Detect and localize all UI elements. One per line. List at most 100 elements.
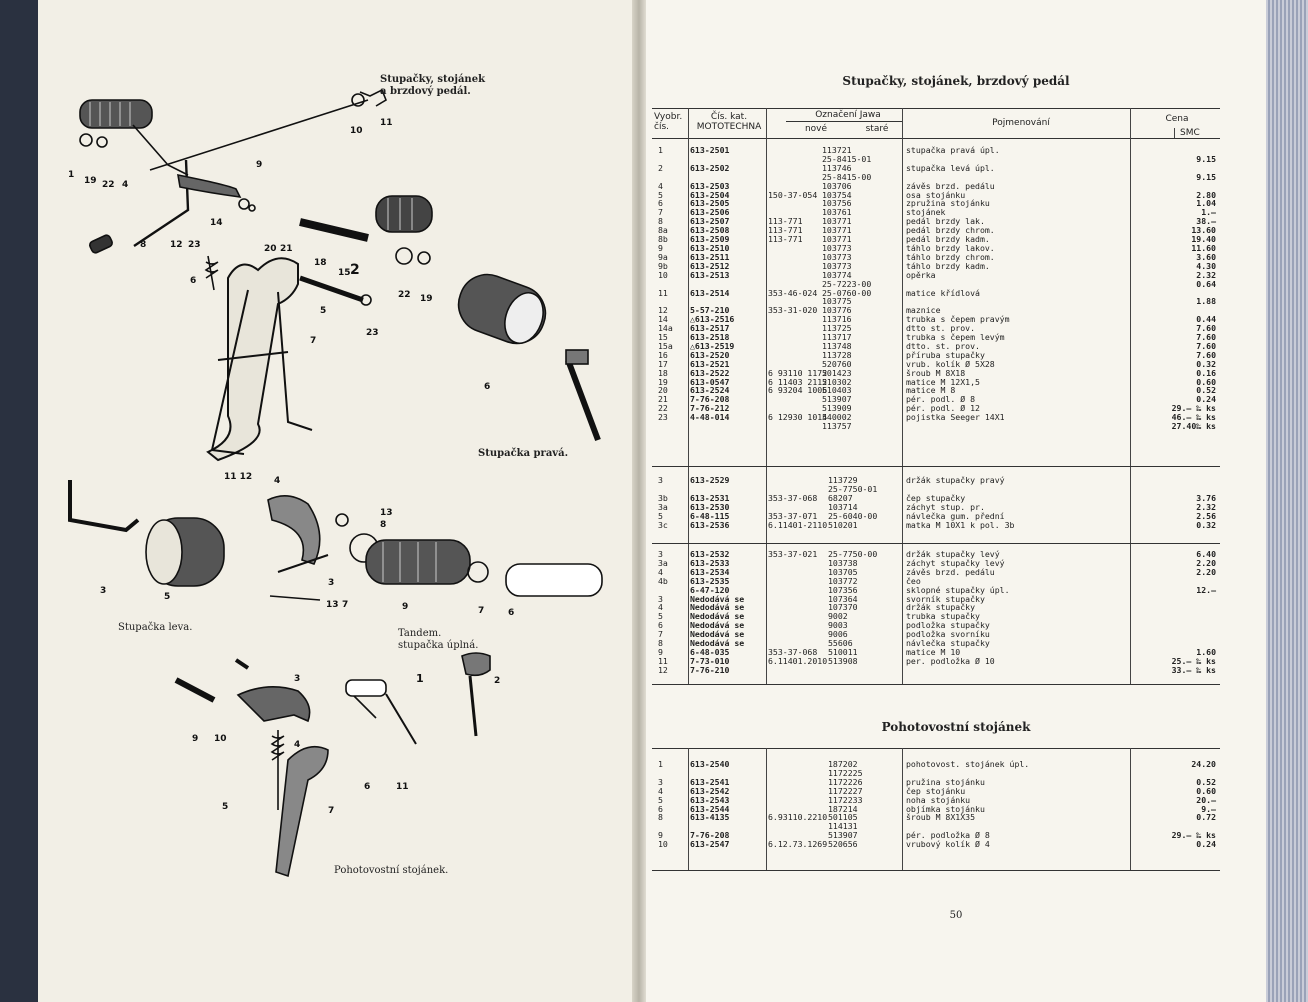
caption-header: Stupačky, stojánek a brzdový pedál. xyxy=(380,74,485,97)
parts-diagram xyxy=(68,88,603,878)
col-rule xyxy=(1130,108,1131,684)
s2-cena: 3.76 2.32 2.56 0.32 xyxy=(1196,492,1216,530)
brake-pedal xyxy=(133,159,190,247)
s3-cena: 6.40 2.20 2.20 12.— 1.60 25.— ‰ ks 33.— … xyxy=(1171,549,1216,675)
callout: 13 xyxy=(326,600,339,610)
s3-kat: 613-2532 613-2533 613-2534 613-2535 6-47… xyxy=(690,549,745,675)
callout: 4 xyxy=(294,740,301,750)
callout: 23 xyxy=(366,328,379,338)
tandem-bracket xyxy=(267,495,321,565)
footrest-rubber-large xyxy=(457,273,547,345)
section-end-rule xyxy=(652,684,1220,685)
s4-pojmenovani: pohotovost. stojánek úpl. pružina stoján… xyxy=(906,759,1030,850)
section4-top-rule xyxy=(652,748,1220,749)
callout: 14 xyxy=(210,218,223,228)
subsection-title: Pohotovostní stojánek xyxy=(881,720,1031,734)
col-rule xyxy=(1174,128,1175,138)
stand-clamp xyxy=(236,686,311,723)
col-rule xyxy=(766,748,767,870)
s4-stare: 187202 1172225 1172226 1172227 1172233 1… xyxy=(828,759,863,850)
right-page-parts-list: Stupačky, stojánek, brzdový pedál Vyobr.… xyxy=(646,0,1266,1002)
center-stand xyxy=(206,257,313,462)
callout: 3 xyxy=(100,586,107,596)
callout: 6 xyxy=(484,382,491,392)
brake-rod xyxy=(149,99,369,171)
callout: 7 xyxy=(342,600,349,610)
footrest-rubber-left xyxy=(145,517,225,587)
callout: 5 xyxy=(222,802,229,812)
tandem-tube xyxy=(505,563,603,597)
header-smc: SMC xyxy=(1180,128,1200,138)
book-page-edges xyxy=(1266,0,1308,1002)
book-gutter xyxy=(632,0,646,1002)
callout: 6 xyxy=(190,276,197,286)
callout: 22 xyxy=(102,180,115,190)
callout: 21 xyxy=(280,244,293,254)
page-number: 50 xyxy=(949,910,963,921)
s4-cena: 24.20 0.52 0.60 20.— 9.— 0.72 29.— ‰ ks … xyxy=(1171,759,1216,850)
s4-nove: 6.93110.2210 6.12.73.1269 xyxy=(768,812,828,850)
callout: 2 xyxy=(350,262,360,278)
callout: 9 xyxy=(256,160,263,170)
callout: 4 xyxy=(274,476,281,486)
callout: 20 xyxy=(264,244,277,254)
callout: 11 xyxy=(396,782,409,792)
col-rule xyxy=(1130,748,1131,870)
callout: 22 xyxy=(398,290,411,300)
callout: 8 xyxy=(140,240,147,250)
callout: 23 xyxy=(188,240,201,250)
wing-nut xyxy=(359,88,387,107)
s3-pojmenovani: držák stupačky levý záchyt stupačky levý… xyxy=(906,549,1010,666)
caption-stand: Pohotovostní stojánek. xyxy=(334,865,449,876)
s1-vyobr: 1 2 4 5 6 7 8 8a 8b 9 9a 9b 10 11 12 14 … xyxy=(658,145,673,423)
footrest-rubber-right xyxy=(299,195,433,242)
callout: 7 xyxy=(310,336,317,346)
stand-bolt xyxy=(174,677,216,703)
s2-stare: 113729 25-7750-01 68207 103714 25-6040-0… xyxy=(828,475,878,530)
callout: 9 xyxy=(402,602,409,612)
callout: 3 xyxy=(294,674,301,684)
footrest-rubber-top-left xyxy=(79,99,153,129)
callout: 10 xyxy=(350,126,363,136)
callout: 4 xyxy=(122,180,129,190)
footrest-left-bracket xyxy=(68,480,140,533)
callout: 9 xyxy=(192,734,199,744)
header-katalog: Čís. kat. MOTOTECHNA xyxy=(696,112,762,132)
callout: 19 xyxy=(420,294,433,304)
col-rule xyxy=(902,748,903,870)
page-title: Stupačky, stojánek, brzdový pedál xyxy=(842,74,1070,88)
callout: 5 xyxy=(164,592,171,602)
callout: 1 xyxy=(416,672,424,685)
callout: 7 xyxy=(478,606,485,616)
callout: 11 xyxy=(380,118,393,128)
s1-pojmenovani: stupačka pravá úpl. stupačka levá úpl. z… xyxy=(906,145,1010,423)
callout: 11 12 xyxy=(224,472,253,482)
callout: 10 xyxy=(214,734,227,744)
col-rule xyxy=(902,108,903,684)
caption-left-footrest: Stupačka leva. xyxy=(118,622,193,633)
callout: 5 xyxy=(320,306,327,316)
caption-right-footrest: Stupačka pravá. xyxy=(478,448,569,459)
header-bottom-rule xyxy=(652,138,1220,139)
col-rule xyxy=(688,108,689,684)
side-stand-leg xyxy=(275,745,329,878)
s4-vyobr: 1 3 4 5 6 8 9 10 xyxy=(658,759,668,850)
header-pojmenovani: Pojmenování xyxy=(992,118,1050,128)
callout: 7 xyxy=(328,806,335,816)
s3-vyobr: 3 3a 4 4b 3 4 5 6 7 8 9 11 12 xyxy=(658,549,668,675)
header-nove: nové xyxy=(804,124,828,134)
callout: 6 xyxy=(508,608,515,618)
header-mid-rule xyxy=(786,121,902,122)
s1-cena: 9.15 9.15 2.80 1.04 1.— 38.— 13.60 19.40… xyxy=(1171,153,1216,432)
section-rule xyxy=(652,543,1220,544)
callout: 12 xyxy=(170,240,183,250)
col-rule xyxy=(688,748,689,870)
section-rule xyxy=(652,466,1220,467)
callout: 15 xyxy=(338,268,351,278)
header-cena: Cena xyxy=(1165,114,1189,124)
s1-stare: 113721 25-8415-01 113746 25-8415-00 1037… xyxy=(822,145,872,432)
s2-nove: 353-37-068 353-37-071 6.11401-2110 xyxy=(768,492,828,530)
section4-bottom-rule xyxy=(652,870,1220,871)
s4-kat: 613-2540 613-2541 613-2542 613-2543 613-… xyxy=(690,759,730,850)
s3-stare: 25-7750-00 103738 103705 103772 107356 1… xyxy=(828,549,878,666)
